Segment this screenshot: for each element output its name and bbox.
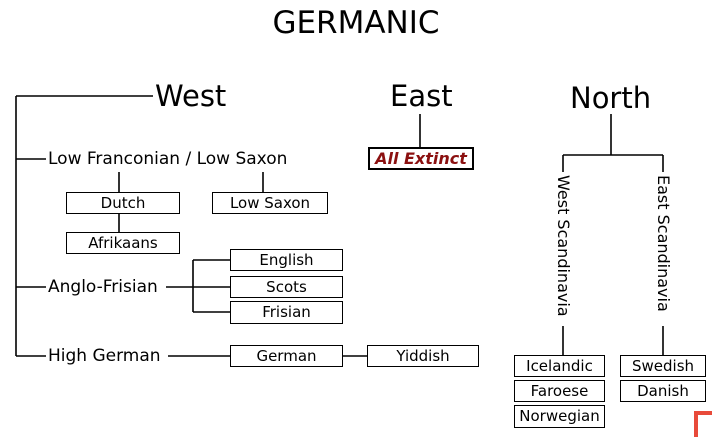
language-box-german: German: [230, 345, 343, 367]
language-box-english: English: [230, 249, 343, 271]
subgroup-anglo-frisian: Anglo-Frisian: [48, 277, 158, 297]
subgroup-low-franconian-low-saxon: Low Franconian / Low Saxon: [48, 149, 288, 169]
language-box-scots: Scots: [230, 276, 343, 298]
language-box-swedish: Swedish: [620, 355, 706, 377]
language-box-danish: Danish: [620, 380, 706, 402]
branch-east-heading: East: [390, 79, 453, 113]
language-box-yiddish: Yiddish: [367, 345, 479, 367]
corner-bracket-mark: [694, 411, 712, 437]
language-box-low-saxon: Low Saxon: [212, 192, 328, 214]
subgroup-west-scandinavia: West Scandinavia: [554, 175, 573, 317]
subgroup-high-german: High German: [48, 346, 161, 366]
east-all-extinct-box: All Extinct: [368, 147, 474, 170]
language-box-faroese: Faroese: [514, 380, 605, 402]
language-box-norwegian: Norwegian: [514, 405, 605, 428]
subgroup-east-scandinavia: East Scandinavia: [654, 175, 673, 312]
diagram-title: GERMANIC: [272, 5, 440, 41]
language-box-frisian: Frisian: [230, 301, 343, 324]
language-box-afrikaans: Afrikaans: [66, 232, 180, 254]
branch-north-heading: North: [570, 81, 652, 115]
branch-west-heading: West: [155, 79, 227, 113]
language-box-icelandic: Icelandic: [514, 355, 605, 377]
language-box-dutch: Dutch: [66, 192, 180, 214]
